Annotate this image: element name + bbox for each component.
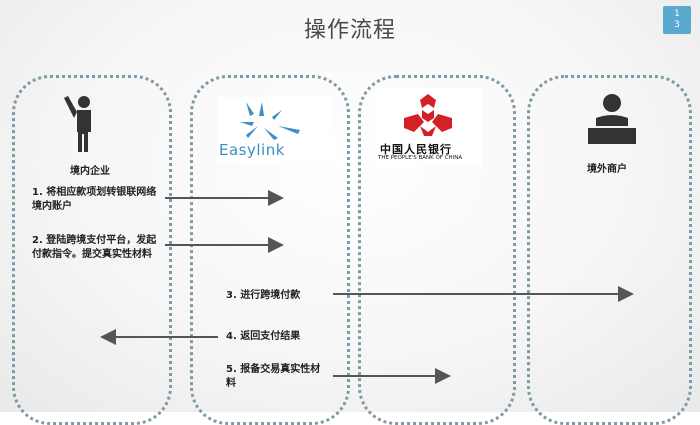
page-title: 操作流程: [303, 18, 396, 43]
flow-arrows: [100, 190, 634, 384]
domestic-label: 境内企业: [70, 166, 110, 177]
page-number-badge: 1 3: [663, 6, 691, 34]
easylink-logo-box: [217, 97, 332, 162]
step-5-text: 5. 报备交易真实性材料: [226, 364, 321, 389]
step-2-text: 2. 登陆跨境支付平台，发起付款指令。提交真实性材料: [32, 235, 157, 260]
easylink-label: Easylink: [219, 141, 285, 159]
person-raising-hand-icon: [64, 96, 91, 152]
step-4-text: 4. 返回支付结果: [226, 331, 301, 342]
easylink-logo: [240, 102, 300, 140]
pboc-emblem: [404, 94, 452, 136]
step-3-text: 3. 进行跨境付款: [226, 290, 301, 301]
overseas-label: 境外商户: [587, 164, 627, 175]
pboc-label-cn: 中国人民银行: [380, 143, 452, 156]
page-number-bottom: 3: [674, 20, 680, 30]
page-number-top: 1: [674, 9, 680, 19]
pboc-label-en: THE PEOPLE'S BANK OF CHINA: [378, 155, 463, 161]
person-at-desk-icon: [588, 94, 636, 144]
step-1-text: 1. 将相应款项划转银联网络境内账户: [32, 187, 157, 212]
